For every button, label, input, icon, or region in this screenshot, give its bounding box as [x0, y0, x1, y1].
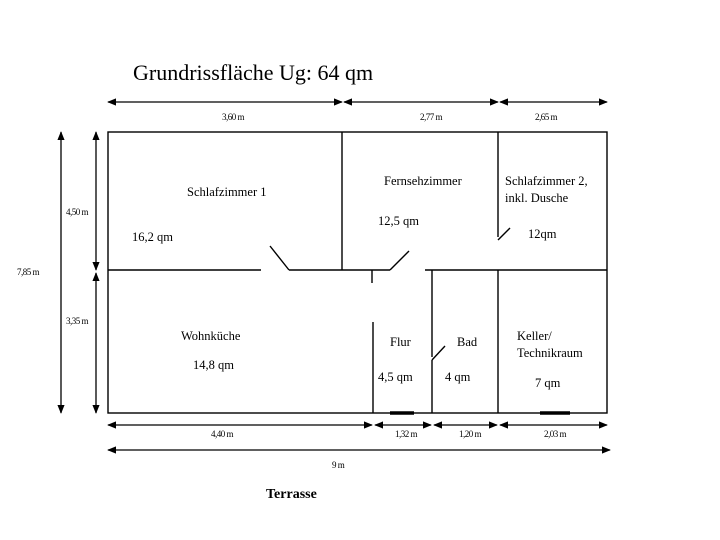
dim-left-total: 7,85 m [17, 267, 40, 277]
room-schlafzimmer2-name-2: inkl. Dusche [505, 191, 569, 205]
room-bad-area: 4 qm [445, 370, 471, 384]
room-fernsehzimmer-area: 12,5 qm [378, 214, 419, 228]
dim-bottom-bad: 1,20 m [459, 429, 482, 439]
room-bad-name: Bad [457, 335, 478, 349]
door-fernsehzimmer [389, 250, 410, 271]
outer-walls [107, 131, 608, 414]
room-fernsehzimmer-name: Fernsehzimmer [384, 174, 463, 188]
room-flur-area: 4,5 qm [378, 370, 413, 384]
dimension-lines [57, 98, 611, 454]
room-wohnkueche-area: 14,8 qm [193, 358, 234, 372]
dim-top-schlafzimmer1: 3,60 m [222, 112, 245, 122]
dim-bottom-flur: 1,32 m [395, 429, 418, 439]
room-schlafzimmer1-area: 16,2 qm [132, 230, 173, 244]
room-schlafzimmer1-name: Schlafzimmer 1 [187, 185, 267, 199]
room-flur-name: Flur [390, 335, 412, 349]
room-keller-name-2: Technikraum [517, 346, 583, 360]
doors [269, 227, 570, 415]
room-schlafzimmer2-name: Schlafzimmer 2, [505, 174, 588, 188]
room-schlafzimmer2-area: 12qm [528, 227, 557, 241]
room-keller-area: 7 qm [535, 376, 561, 390]
interior-walls [108, 132, 607, 413]
dim-bottom-wohnkueche: 4,40 m [211, 429, 234, 439]
dim-left-upper: 4,50 m [66, 207, 89, 217]
door-schlafzimmer1 [269, 245, 290, 271]
door-schlafzimmer2 [497, 227, 511, 241]
dim-left-lower: 3,35 m [66, 316, 89, 326]
dim-top-schlafzimmer2: 2,65 m [535, 112, 558, 122]
room-keller-name: Keller/ [517, 329, 552, 343]
terrasse-label: Terrasse [266, 487, 317, 502]
room-wohnkueche-name: Wohnküche [181, 329, 241, 343]
dim-bottom-keller: 2,03 m [544, 429, 567, 439]
dim-top-fernsehzimmer: 2,77 m [420, 112, 443, 122]
plan-title: Grundrissfläche Ug: 64 qm [133, 60, 373, 85]
door-bad [431, 345, 446, 361]
dim-bottom-total: 9 m [332, 460, 345, 470]
